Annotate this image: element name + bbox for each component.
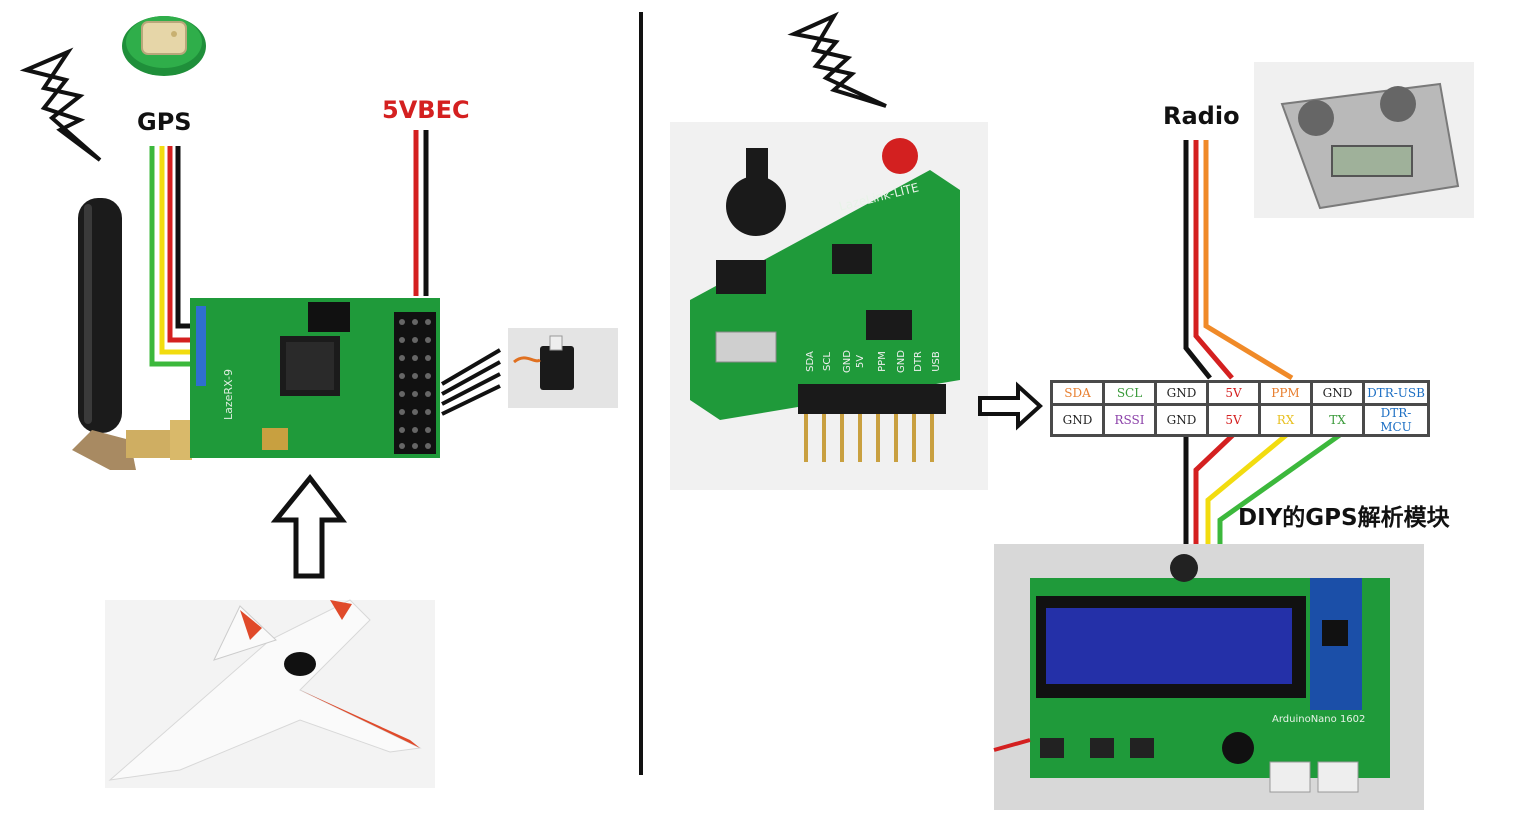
- pinout-cell: RX: [1258, 403, 1313, 437]
- pinout-cell: GND: [1310, 380, 1365, 406]
- pinout-cell: 5V: [1206, 403, 1261, 437]
- arrow-up-icon: [270, 473, 348, 579]
- bec-label: 5VBEC: [382, 96, 470, 124]
- lightning-icon: [787, 11, 887, 108]
- link-pin-labels: SDA SCL GND 5V PPM GND DTR USB: [800, 350, 960, 386]
- radio-label: Radio: [1163, 102, 1240, 130]
- antenna-icon: [72, 198, 192, 470]
- link-pin-label: SDA: [804, 351, 816, 372]
- lcd-board-text: ArduinoNano 1602: [1272, 714, 1366, 725]
- pinout-cell: GND: [1050, 403, 1105, 437]
- gps-label: GPS: [137, 108, 192, 136]
- pinout-cell: SDA: [1050, 380, 1105, 406]
- pinout-cell: PPM: [1258, 380, 1313, 406]
- link-pin-label: GND: [895, 350, 907, 373]
- pinout-cell: TX: [1310, 403, 1365, 437]
- module-label: DIY的GPS解析模块: [1238, 505, 1450, 531]
- link-pin-label: GND: [841, 350, 853, 373]
- link-board: [670, 122, 988, 490]
- link-pin-label: PPM: [876, 351, 888, 372]
- link-pin-label: USB: [930, 351, 942, 372]
- pinout-cell: DTR-USB: [1362, 380, 1430, 406]
- link-pin-label: 5V: [855, 354, 867, 369]
- servo-lines: [440, 348, 502, 416]
- pinout-cell: SCL: [1102, 380, 1157, 406]
- bec-wires: [413, 130, 429, 296]
- airplane-icon: [105, 599, 435, 788]
- pinout-cell: DTR-MCU: [1362, 403, 1430, 437]
- gps-antenna-icon: [122, 16, 206, 76]
- pinout-cell: GND: [1154, 380, 1209, 406]
- pinout-cell: GND: [1154, 403, 1209, 437]
- receiver-board: [190, 298, 440, 458]
- link-pin-label: DTR: [912, 351, 924, 372]
- radio-transmitter-icon: [1254, 62, 1474, 218]
- pinout-cell: 5V: [1206, 380, 1261, 406]
- lcd-board: [993, 544, 1424, 810]
- module-wires: [1183, 429, 1346, 546]
- lightning-icon: [19, 47, 102, 162]
- link-pin-label: SCL: [821, 352, 833, 371]
- servo-icon: [508, 328, 618, 408]
- receiver-board-text: LazeRX-9: [222, 368, 235, 420]
- radio-wires: [1183, 140, 1294, 381]
- pinout-cell: RSSI: [1102, 403, 1157, 437]
- arrow-right-icon: [978, 381, 1043, 431]
